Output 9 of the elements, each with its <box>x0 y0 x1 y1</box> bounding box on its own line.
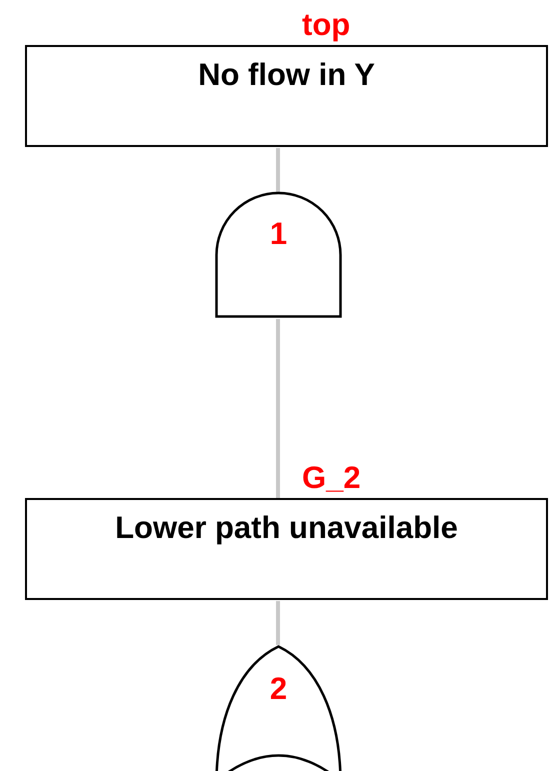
event-description: No flow in Y <box>197 57 376 93</box>
event-description: Lower path unavailable <box>114 510 459 546</box>
connector-line <box>276 601 280 645</box>
gate-number: 2 <box>268 671 288 707</box>
connector-line <box>276 319 280 498</box>
event-id-label: G_2 <box>302 460 361 496</box>
gate-number: 1 <box>268 216 288 252</box>
event-id-label: top <box>302 7 350 43</box>
connector-line <box>276 148 280 192</box>
